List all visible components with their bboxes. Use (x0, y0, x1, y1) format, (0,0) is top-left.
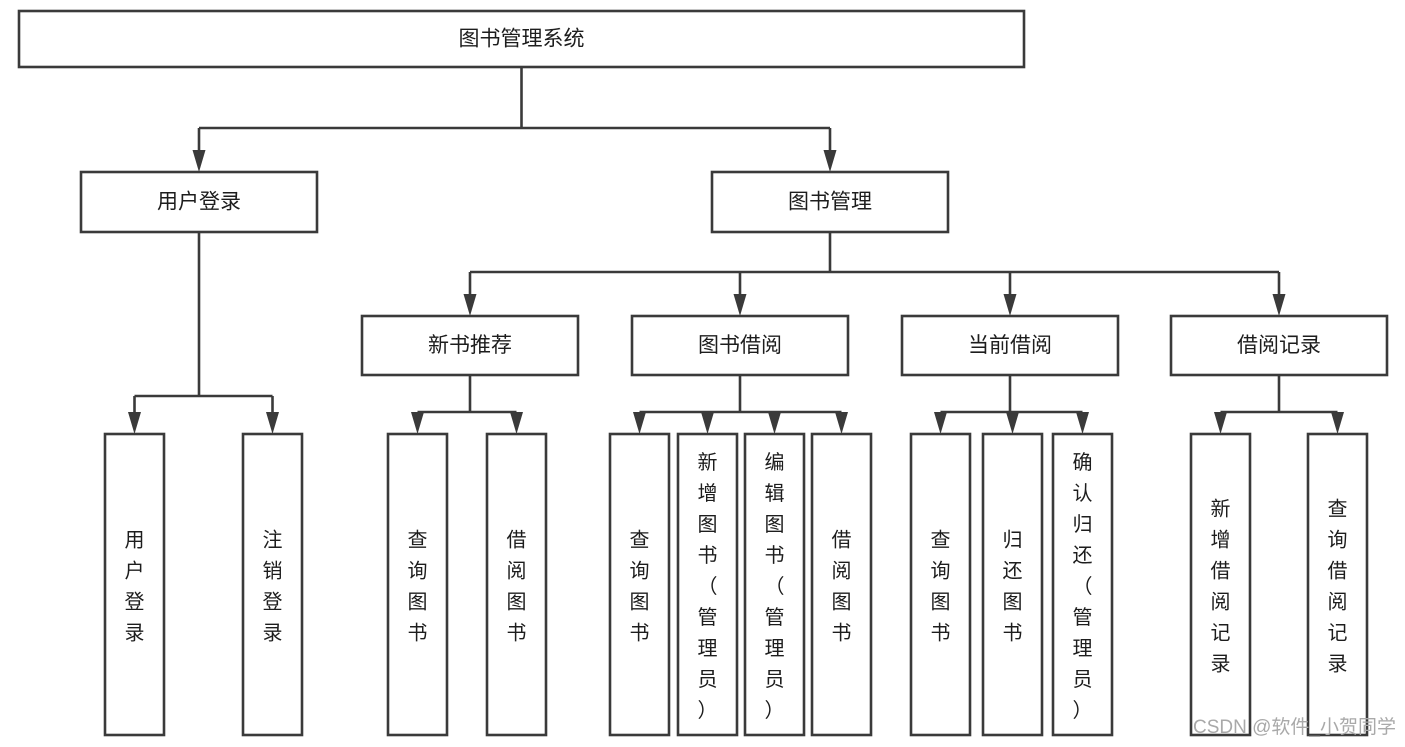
arrow-head-icon (823, 150, 837, 172)
node-box-outline (981, 432, 1044, 737)
node-box-outline (810, 432, 873, 737)
node-label: 查询图书 (630, 529, 650, 645)
node-label: 借阅图书 (832, 529, 852, 645)
node-box-outline (676, 432, 739, 737)
node-label: 查询图书 (408, 529, 428, 645)
arrow-head-icon (733, 294, 747, 316)
node-box-outline (1169, 314, 1389, 377)
arrow-head-icon (768, 412, 781, 434)
node-box-outline (630, 314, 850, 377)
arrow-head-icon (1331, 412, 1344, 434)
node-label: 注销登录 (263, 529, 283, 645)
arrow-head-icon (411, 412, 424, 434)
arrow-head-icon (128, 412, 141, 434)
node-label: 当前借阅 (968, 334, 1052, 357)
node-leaf-编辑图书管理员-6[interactable]: 编辑图书（管理员） (743, 432, 806, 737)
node-label: 编辑图书（管理员） (765, 451, 785, 722)
node-l3-借阅记录[interactable]: 借阅记录 (1169, 314, 1389, 377)
arrow-head-icon (266, 412, 279, 434)
node-l2-图书管理[interactable]: 图书管理 (710, 170, 950, 234)
node-box-outline (743, 432, 806, 737)
node-label: 图书借阅 (698, 334, 782, 357)
node-box-outline (485, 432, 548, 737)
node-root-图书管理系统[interactable]: 图书管理系统 (17, 9, 1026, 69)
node-l3-当前借阅[interactable]: 当前借阅 (900, 314, 1120, 377)
node-label: 用户登录 (157, 191, 241, 214)
node-label: 借阅记录 (1237, 334, 1321, 357)
node-leaf-借阅图书-3[interactable]: 借阅图书 (485, 432, 548, 737)
node-label: 用户登录 (125, 530, 145, 645)
arrow-head-icon (934, 412, 947, 434)
node-box-outline (1189, 432, 1252, 737)
node-label: 新增图书（管理员） (698, 451, 718, 722)
csdn-watermark: CSDN @软件_小贺同学 (1193, 716, 1396, 738)
node-box-outline (909, 432, 972, 737)
arrow-head-icon (835, 412, 848, 434)
node-box-outline (608, 432, 671, 737)
arrow-head-icon (192, 150, 206, 172)
node-leaf-借阅图书-7[interactable]: 借阅图书 (810, 432, 873, 737)
node-box-outline (17, 9, 1026, 69)
arrow-head-icon (701, 412, 714, 434)
node-box-outline (360, 314, 580, 377)
node-leaf-用户登录-0[interactable]: 用户登录 (103, 432, 166, 737)
node-box-outline (386, 432, 449, 737)
node-l3-新书推荐[interactable]: 新书推荐 (360, 314, 580, 377)
node-leaf-注销登录-1[interactable]: 注销登录 (241, 432, 304, 737)
node-label: 借阅图书 (507, 529, 527, 645)
arrow-head-icon (1003, 294, 1017, 316)
arrow-head-icon (510, 412, 523, 434)
node-l2-用户登录[interactable]: 用户登录 (79, 170, 319, 234)
node-box-outline (1306, 432, 1369, 737)
arrow-head-icon (463, 294, 477, 316)
arrow-head-icon (1076, 412, 1089, 434)
node-label: 图书管理系统 (459, 28, 585, 51)
node-box-outline (79, 170, 319, 234)
node-leaf-确认归还管理员-10[interactable]: 确认归还（管理员） (1051, 432, 1114, 737)
arrow-head-icon (633, 412, 646, 434)
node-box-outline (241, 432, 304, 737)
node-box-outline (103, 432, 166, 737)
node-box-outline (900, 314, 1120, 377)
node-leaf-新增借阅记录-11[interactable]: 新增借阅记录 (1189, 432, 1252, 737)
node-label: 确认归还（管理员） (1073, 451, 1093, 722)
node-box-outline (1051, 432, 1114, 737)
connectors-layer (128, 67, 1344, 434)
node-label: 查询图书 (931, 529, 951, 645)
node-label: 新书推荐 (428, 334, 512, 357)
node-leaf-查询图书-4[interactable]: 查询图书 (608, 432, 671, 737)
boxes-layer: 图书管理系统用户登录图书管理新书推荐图书借阅当前借阅借阅记录用户登录注销登录查询… (17, 9, 1389, 737)
arrow-head-icon (1006, 412, 1019, 434)
arrow-head-icon (1214, 412, 1227, 434)
node-label: 查询借阅记录 (1328, 498, 1348, 676)
node-box-outline (710, 170, 950, 234)
node-l3-图书借阅[interactable]: 图书借阅 (630, 314, 850, 377)
node-leaf-查询借阅记录-12[interactable]: 查询借阅记录 (1306, 432, 1369, 737)
node-leaf-归还图书-9[interactable]: 归还图书 (981, 432, 1044, 737)
node-label: 新增借阅记录 (1211, 498, 1231, 676)
node-label: 归还图书 (1003, 529, 1023, 645)
node-leaf-查询图书-8[interactable]: 查询图书 (909, 432, 972, 737)
arrow-head-icon (1272, 294, 1286, 316)
node-leaf-新增图书管理员-5[interactable]: 新增图书（管理员） (676, 432, 739, 737)
node-leaf-查询图书-2[interactable]: 查询图书 (386, 432, 449, 737)
node-label: 图书管理 (788, 191, 872, 214)
